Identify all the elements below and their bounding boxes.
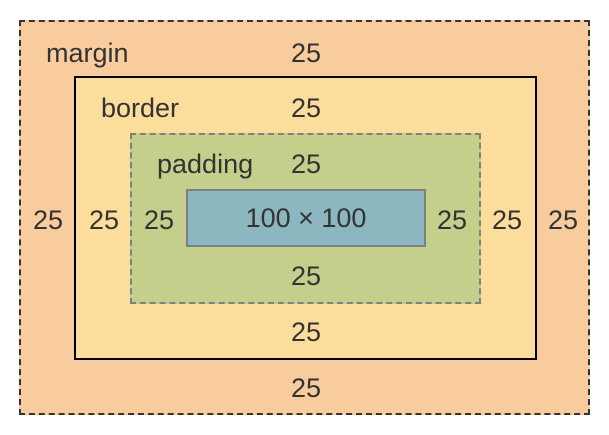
border-right-value: 25 [491,205,523,235]
margin-right-value: 25 [547,205,579,235]
padding-left-value: 25 [143,205,175,235]
margin-left-value: 25 [32,205,64,235]
content-box: 100 × 100 [186,189,426,247]
padding-right-value: 25 [436,205,468,235]
margin-top-value: 25 [290,38,322,68]
border-bottom-value: 25 [290,317,322,347]
border-top-value: 25 [290,93,322,123]
padding-top-value: 25 [290,149,322,179]
border-left-value: 25 [88,205,120,235]
border-label: border [101,93,180,123]
padding-label: padding [157,149,254,179]
margin-label: margin [46,38,129,68]
padding-bottom-value: 25 [290,261,322,291]
content-size-label: 100 × 100 [245,202,367,233]
margin-bottom-value: 25 [290,373,322,403]
